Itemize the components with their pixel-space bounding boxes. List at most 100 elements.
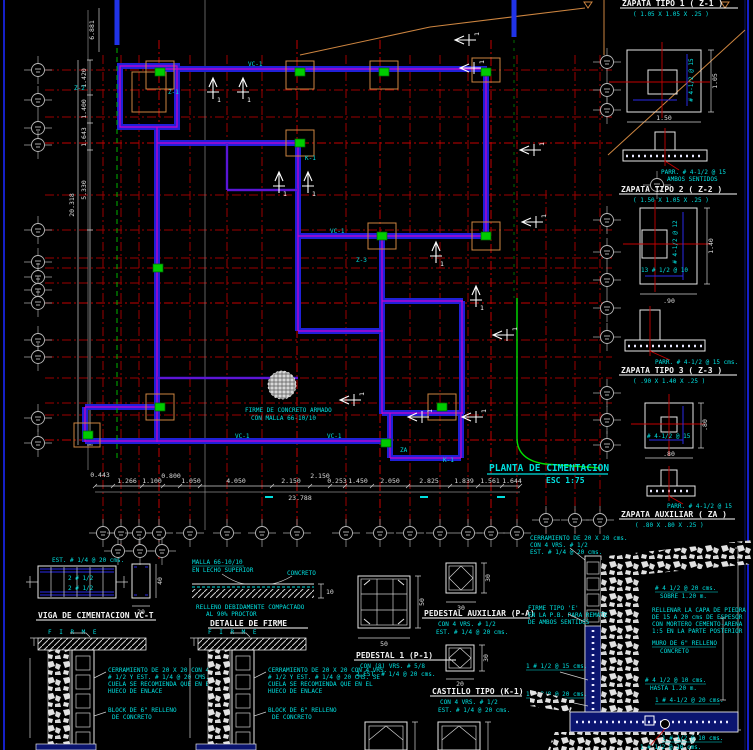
dim-label-total: 23.788 bbox=[288, 494, 312, 502]
retaining-note: DE AMBOS SENTIDOS bbox=[528, 619, 590, 626]
dim-label: 20.318 bbox=[68, 193, 76, 217]
plan-title-block: PLANTA DE CIMENTACION ESC 1:75 bbox=[487, 463, 609, 485]
detail-zapata-3: # 4-1/2 @ 12 13 # 1/2 @ 10 1.40 .90 PARR… bbox=[619, 200, 738, 385]
detail-zapata-1: ZAPATA TIPO 1 ( Z-1 ) ( 1.05 X 1.05 X .2… bbox=[620, 0, 738, 18]
firme-label: F I R M E bbox=[48, 629, 99, 636]
retaining-note: 1 # 1/2 @ 10 cms. bbox=[662, 735, 723, 742]
dim-label: 0.443 bbox=[90, 471, 110, 479]
section-note: AMBOS SENTIDOS bbox=[667, 176, 718, 183]
detail-pedestal-1: 50 50 PEDESTAL 1 (P-1) CON (8) VRS. # 5/… bbox=[354, 575, 456, 678]
castillo-note: CON 4 VRS. # 1/2 bbox=[440, 699, 498, 706]
dim-label: 30 bbox=[484, 574, 492, 582]
marker-label: K-1 bbox=[305, 155, 316, 162]
pedestal-note: 2 EST. # 1/4 @ 20 cms. bbox=[356, 671, 435, 678]
foundation-walls bbox=[82, 63, 489, 461]
detail-zapata-2: # 4-1/2 @ 15 1.05 1.50 PARR. # 4-1/2 @ 1… bbox=[609, 42, 737, 204]
dim-label: 1.40 bbox=[707, 238, 715, 254]
detail-title: DETALLE DE FIRME bbox=[210, 619, 287, 628]
detail-title: ZAPATA TIPO 3 ( Z-3 ) bbox=[621, 366, 722, 375]
dim-label: 1.643 bbox=[80, 127, 88, 147]
dim-label: 1.100 bbox=[142, 477, 162, 485]
beam-label: VC-1 bbox=[235, 433, 250, 440]
beam-label: VC-1 bbox=[248, 61, 263, 68]
retaining-note: MURO DE 6" RELLENO bbox=[652, 640, 717, 647]
rebar-note: # 4-1/2 @ 15 bbox=[688, 58, 695, 102]
detail-subtitle: ( .80 X .80 X .25 ) bbox=[635, 522, 704, 529]
dim-label: 50 bbox=[418, 598, 426, 606]
dim-label: 30 bbox=[457, 604, 465, 612]
muro-note: # 1/2 Y EST. # 1/4 @ 20 CMS. SE bbox=[108, 674, 220, 681]
retaining-note: EST. # 1/4 @ 20 cms. bbox=[530, 549, 602, 556]
rebar-note: # 4-1/2 @ 15 bbox=[647, 433, 691, 440]
section-note: PARR. # 4-1/2 @ 15 bbox=[667, 503, 732, 510]
retaining-note: DE 15 A 20 cms DE ESPESOR bbox=[652, 614, 743, 621]
dim-label: 2.825 bbox=[419, 477, 439, 485]
detail-pedestal-aux: 30 30 PEDESTAL AUXILIAR (P-A) CON 4 VRS.… bbox=[422, 562, 535, 636]
dim-label: .80 bbox=[701, 419, 709, 431]
dim-label: 40 bbox=[156, 577, 164, 585]
dim-label: 1.420 bbox=[80, 68, 88, 88]
retaining-note: 1 # 1/2 @ 20 cms. bbox=[640, 744, 701, 750]
pedestal-note: CON 4 VRS. # 1/2 bbox=[438, 621, 496, 628]
retaining-note: FIRME TIPO 'E' bbox=[528, 605, 579, 612]
marker-label: Z-1 bbox=[168, 89, 179, 96]
detail-firme: MALLA 66-10/10 EN LECHO SUPERIOR CONCRET… bbox=[192, 559, 334, 629]
dim-label: 1.50 bbox=[656, 114, 672, 122]
bar-note: 2 # 1/2 bbox=[68, 575, 94, 582]
circle-note: FIRME DE CONCRETO ARMADO bbox=[245, 407, 332, 414]
retaining-note: CON MORTERO CEMENTO-ARENA bbox=[652, 621, 743, 628]
section-note: PARR. # 4-1/2 @ 15 cms. bbox=[655, 359, 738, 366]
castillo-note: EST. # 1/4 @ 20 cms. bbox=[438, 707, 510, 714]
retaining-note: 1:5 EN LA PARTE POSTERIOR bbox=[652, 628, 743, 635]
dim-label: 2.150 bbox=[281, 477, 301, 485]
detail-subtitle: ( 1.05 X 1.05 X .25 ) bbox=[633, 11, 709, 18]
retaining-note: HASTA 1.20 m. bbox=[650, 685, 697, 692]
dim-label: 1.450 bbox=[348, 477, 368, 485]
retaining-note: CONCRETO bbox=[660, 648, 689, 655]
detail-retaining-wall: CERRAMIENTO DE 20 X 20 cms. CON 4 VRS. #… bbox=[526, 535, 753, 750]
section-note: PARR. # 4-1/2 @ 15 bbox=[661, 169, 726, 176]
dado-sections bbox=[364, 721, 491, 750]
circle-note: CON MALLA 66-10/10 bbox=[251, 415, 316, 422]
rebar-note: 13 # 1/2 @ 10 bbox=[641, 267, 688, 274]
rebar-note: # 4-1/2 @ 12 bbox=[672, 220, 679, 264]
dim-label: .90 bbox=[663, 297, 675, 305]
firme-note: EN LECHO SUPERIOR bbox=[192, 567, 254, 574]
dim-label: 50 bbox=[380, 640, 388, 648]
detail-castillo: 30 20 CASTILLO TIPO (K-1) CON 4 VRS. # 1… bbox=[430, 644, 524, 714]
marker-label: K-1 bbox=[443, 457, 454, 464]
retaining-note: 1 # 4-1/2 @ 20 cms. bbox=[655, 697, 724, 704]
dim-label: 0.253 bbox=[327, 477, 347, 485]
muro-note: CERRAMIENTO DE 20 X 20 CON 4 VRS. bbox=[108, 667, 227, 674]
dim-label: 2.150 bbox=[310, 472, 330, 480]
bar-note: 2 # 1/2 bbox=[68, 585, 94, 592]
sheet-frame bbox=[3, 0, 749, 750]
marker-label: Z-2 bbox=[74, 85, 85, 92]
plan-title: PLANTA DE CIMENTACION bbox=[489, 463, 609, 474]
firme-note: CONCRETO bbox=[287, 570, 316, 577]
dim-label: 2.050 bbox=[380, 477, 400, 485]
retaining-note: # 4 1/2 @ 10 cms. bbox=[645, 677, 706, 684]
dim-label: 0.800 bbox=[161, 472, 181, 480]
retaining-note: 1 # 3/8 @ 20 cms. bbox=[526, 691, 587, 698]
dim-label: 4.050 bbox=[226, 477, 246, 485]
dim-label: 20 bbox=[137, 608, 145, 616]
dim-label: 1.644 bbox=[502, 477, 522, 485]
dim-label: 6.881 bbox=[88, 20, 96, 40]
dim-label: 1.05 bbox=[711, 73, 719, 89]
dim-label: 20 bbox=[456, 680, 464, 688]
detail-zapata-aux: # 4-1/2 @ 15 .80 .80 PARR. # 4-1/2 @ 15 … bbox=[619, 394, 735, 529]
retaining-note: 1 # 1/2 @ 15 cms. bbox=[526, 663, 587, 670]
detail-title: CASTILLO TIPO (K-1) bbox=[432, 687, 524, 696]
firme-note: MALLA 66-10/10 bbox=[192, 559, 243, 566]
firme-note: AL 90% PROCTOR bbox=[206, 611, 257, 618]
column-circle bbox=[267, 370, 297, 400]
retaining-note: CERRAMIENTO DE 20 X 20 cms. bbox=[530, 535, 628, 542]
dim-label: 30 bbox=[482, 654, 490, 662]
dim-label: 1.050 bbox=[181, 477, 201, 485]
dim-label: 1.561 bbox=[480, 477, 500, 485]
detail-title: ZAPATA AUXILIAR ( ZA ) bbox=[621, 510, 727, 519]
dimensions: 6.881 1.420 1.400 1.643 5.330 20.318 0.4… bbox=[68, 8, 523, 502]
